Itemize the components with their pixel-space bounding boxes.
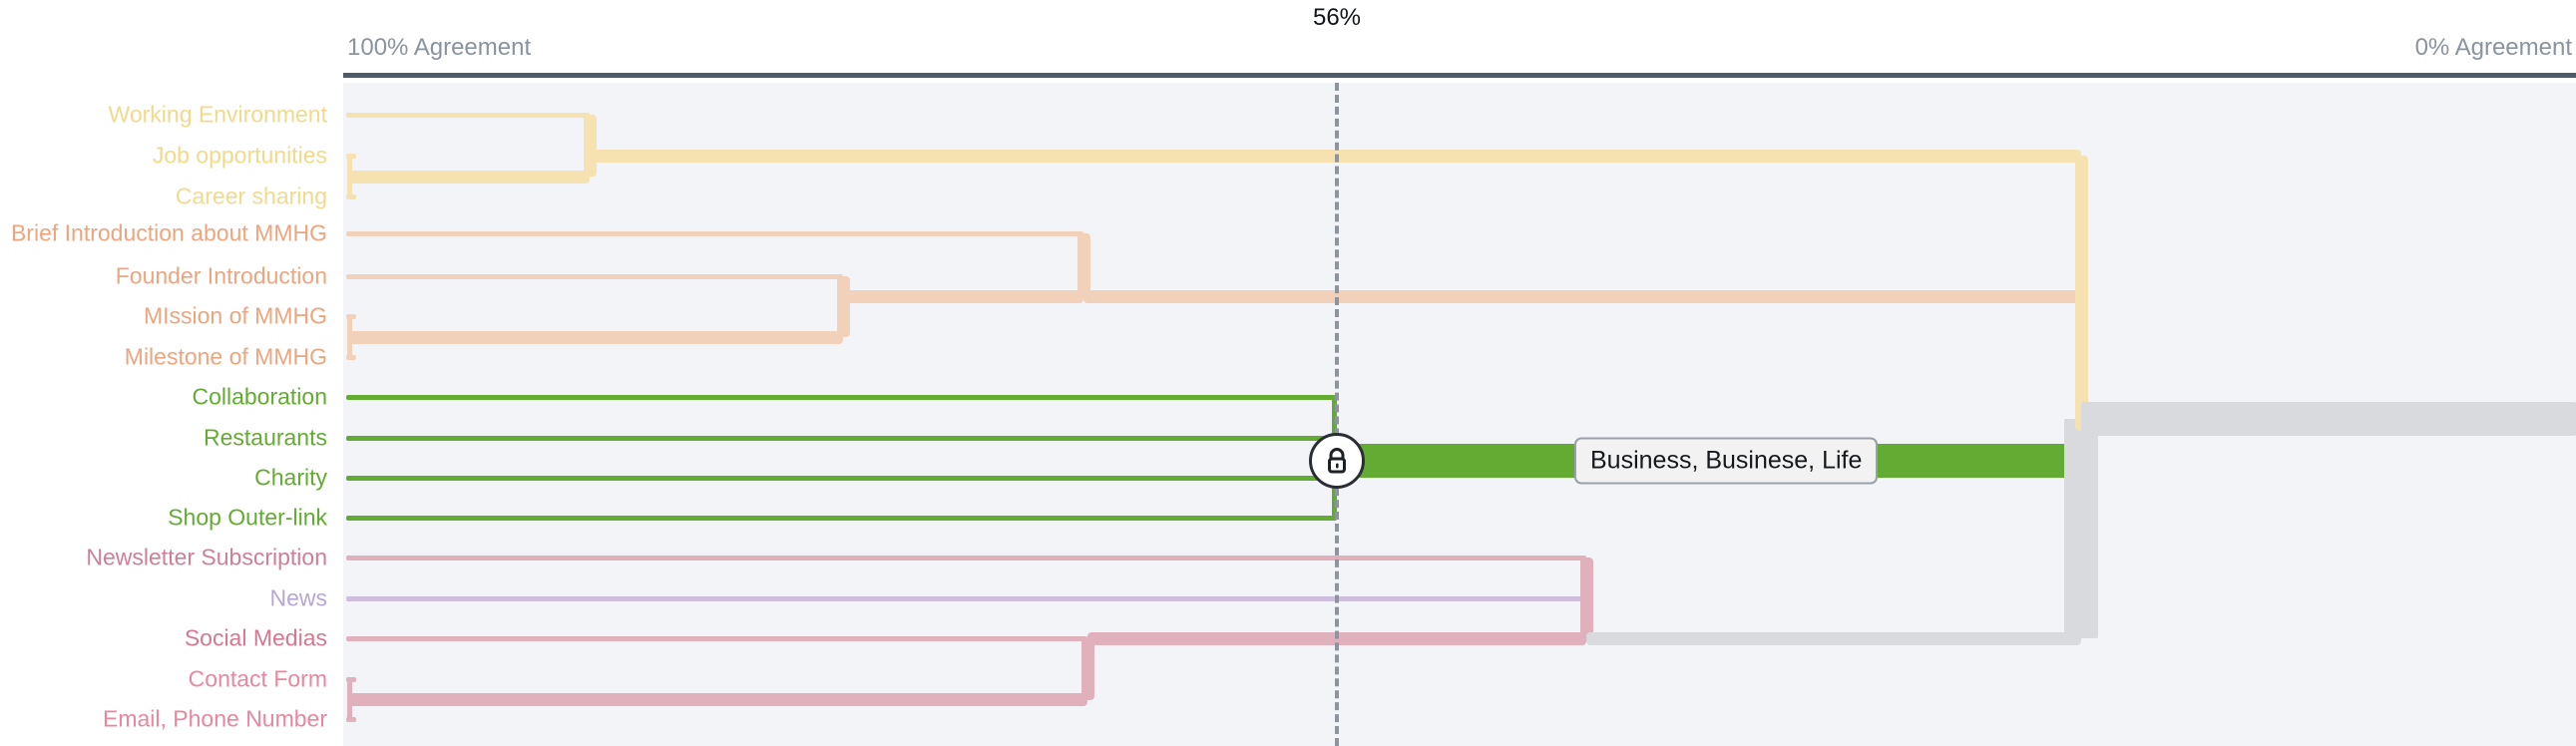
leaf-label[interactable]: Brief Introduction about MMHG (10, 219, 335, 247)
leaf-label[interactable]: Charity (254, 464, 335, 492)
leaf-label[interactable]: Working Environment (108, 101, 335, 129)
link-contact-pair (349, 692, 1087, 706)
leaf-label[interactable]: Job opportunities (152, 142, 335, 170)
leaf-label[interactable]: News (269, 584, 335, 612)
join-news-contact (1579, 558, 1593, 639)
root-line (2081, 402, 2576, 436)
leaf-label[interactable]: Social Medias (184, 624, 335, 652)
link-about-root (1083, 289, 2081, 303)
axis-label-right: 0% Agreement (2414, 34, 2572, 61)
link-restaurants (346, 435, 1337, 441)
link-mission-pair (349, 330, 843, 344)
link-working-environment (346, 112, 590, 118)
cluster-tooltip: Business, Businese, Life (1574, 437, 1879, 485)
link-about-trio (843, 289, 1083, 303)
join-about-cluster (1076, 233, 1090, 296)
leaf-label[interactable]: Email, Phone Number (103, 705, 335, 733)
leaf-label[interactable]: Collaboration (192, 383, 335, 411)
leaf-label[interactable]: Newsletter Subscription (86, 544, 335, 571)
join-root-lower (2064, 419, 2098, 638)
link-shop-outer-link (346, 515, 1337, 521)
join-founder-mission (836, 276, 850, 337)
link-charity (346, 475, 1337, 481)
link-newsletter (346, 555, 1586, 560)
leaf-label[interactable]: Shop Outer-link (168, 504, 335, 532)
lock-icon[interactable] (1309, 433, 1365, 489)
cut-percent-label: 56% (1312, 4, 1362, 31)
link-social-medias (346, 635, 1087, 641)
join-careers-cluster (583, 115, 597, 177)
link-career-sharing (346, 193, 356, 199)
leaf-label[interactable]: Contact Form (188, 665, 335, 693)
join-careers-to-about (2074, 156, 2088, 431)
link-collaboration (346, 394, 1337, 400)
leaf-label[interactable]: Milestone of MMHG (124, 343, 335, 371)
link-contact-to-root (1586, 631, 2081, 645)
cut-line[interactable] (1335, 83, 1339, 746)
leaf-label[interactable]: Restaurants (203, 424, 335, 452)
join-social-contact (1080, 638, 1094, 700)
axis-label-left: 100% Agreement (347, 34, 532, 61)
link-careers-pair (349, 170, 590, 184)
link-founder-introduction (346, 273, 843, 279)
link-milestone (346, 354, 356, 360)
link-news (346, 595, 1586, 601)
axis-rule (343, 73, 2576, 78)
link-brief-introduction (346, 230, 1083, 236)
leaf-label[interactable]: Career sharing (175, 183, 335, 210)
leaf-label[interactable]: MIssion of MMHG (143, 302, 335, 330)
leaf-label[interactable]: Founder Introduction (115, 262, 335, 290)
